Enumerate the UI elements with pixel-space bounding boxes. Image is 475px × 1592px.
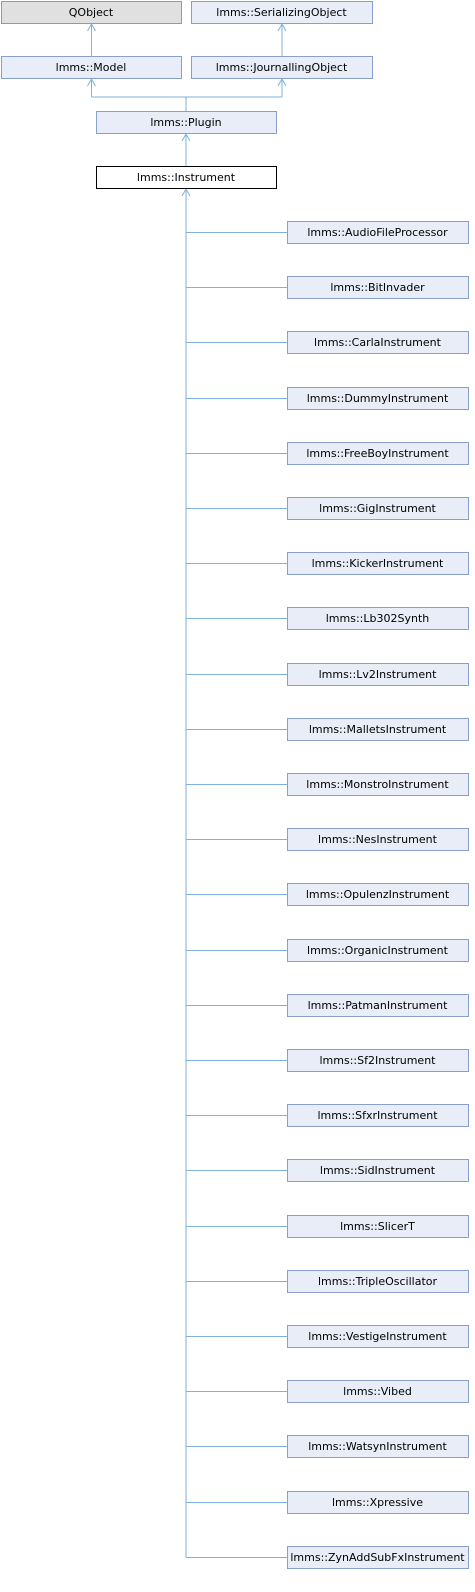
class-node-lmms-lb302synth-label: lmms::Lb302Synth — [326, 612, 430, 625]
class-node-lmms-sidinstrument-box — [287, 1159, 469, 1182]
class-node-lmms-nesinstrument-label: lmms::NesInstrument — [318, 833, 438, 846]
class-node-plugin[interactable]: lmms::Plugin — [96, 111, 277, 134]
class-node-lmms-freeboyinstrument-box — [287, 442, 469, 465]
class-node-lmms-lv2instrument-label: lmms::Lv2Instrument — [319, 668, 437, 681]
class-node-lmms-kickerinstrument-box — [287, 552, 469, 575]
class-node-lmms-audiofileprocessor-box — [287, 221, 469, 244]
class-node-lmms-malletsinstrument[interactable]: lmms::MalletsInstrument — [287, 718, 469, 741]
class-node-lmms-vestigeinstrument-label: lmms::VestigeInstrument — [308, 1330, 447, 1343]
class-node-lmms-kickerinstrument[interactable]: lmms::KickerInstrument — [287, 552, 469, 575]
class-node-lmms-freeboyinstrument-label: lmms::FreeBoyInstrument — [306, 447, 449, 460]
class-node-instrument[interactable]: lmms::Instrument — [96, 166, 277, 189]
class-node-lmms-lv2instrument-box — [287, 663, 469, 686]
class-node-lmms-audiofileprocessor[interactable]: lmms::AudioFileProcessor — [287, 221, 469, 244]
class-nodes: QObject lmms::SerializingObjectlmms::Mode… — [1, 1, 469, 1569]
class-node-lmms-tripleoscillator-box — [287, 1270, 469, 1293]
class-node-lmms-sidinstrument-label: lmms::SidInstrument — [320, 1164, 436, 1177]
class-node-lmms-lb302synth-box — [287, 607, 469, 630]
class-node-lmms-organicinstrument[interactable]: lmms::OrganicInstrument — [287, 939, 469, 962]
class-node-journalling-label: lmms::JournallingObject — [216, 61, 348, 74]
class-node-lmms-giginstrument-box — [287, 497, 469, 520]
class-node-lmms-patmaninstrument-label: lmms::PatmanInstrument — [308, 999, 448, 1012]
class-node-lmms-tripleoscillator[interactable]: lmms::TripleOscillator — [287, 1270, 469, 1293]
class-node-lmms-carlainstrument-box — [287, 331, 469, 354]
class-node-lmms-patmaninstrument-box — [287, 994, 469, 1017]
class-node-lmms-zynaddsubfxinstrument-box — [287, 1546, 469, 1569]
class-node-lmms-dummyinstrument-label: lmms::DummyInstrument — [307, 392, 449, 405]
class-node-serializing-label: lmms::SerializingObject — [216, 6, 347, 19]
class-node-model-box — [1, 56, 182, 79]
class-node-journalling-box — [191, 56, 373, 79]
class-node-lmms-watsyninstrument-box — [287, 1435, 469, 1458]
class-node-lmms-organicinstrument-label: lmms::OrganicInstrument — [307, 944, 449, 957]
class-node-lmms-sfxrinstrument-box — [287, 1104, 469, 1127]
class-node-lmms-sf2instrument-label: lmms::Sf2Instrument — [319, 1054, 436, 1067]
class-node-lmms-sfxrinstrument[interactable]: lmms::SfxrInstrument — [287, 1104, 469, 1127]
class-node-lmms-vestigeinstrument-box — [287, 1325, 469, 1348]
class-node-model-label: lmms::Model — [56, 61, 127, 74]
class-node-lmms-patmaninstrument[interactable]: lmms::PatmanInstrument — [287, 994, 469, 1017]
class-node-lmms-carlainstrument[interactable]: lmms::CarlaInstrument — [287, 331, 469, 354]
class-node-lmms-vibed-box — [287, 1380, 469, 1403]
class-node-qobject-label: QObject — [69, 6, 114, 19]
class-node-lmms-slicert-label: lmms::SlicerT — [340, 1220, 415, 1233]
class-node-lmms-slicert-box — [287, 1215, 469, 1238]
class-node-lmms-bitinvader-box — [287, 276, 469, 299]
class-node-lmms-vibed[interactable]: lmms::Vibed — [287, 1380, 469, 1403]
class-node-lmms-xpressive-label: lmms::Xpressive — [332, 1496, 423, 1509]
class-node-lmms-vestigeinstrument[interactable]: lmms::VestigeInstrument — [287, 1325, 469, 1348]
class-node-lmms-giginstrument[interactable]: lmms::GigInstrument — [287, 497, 469, 520]
class-node-lmms-lv2instrument[interactable]: lmms::Lv2Instrument — [287, 663, 469, 686]
class-node-lmms-monstroinstrument-label: lmms::MonstroInstrument — [306, 778, 449, 791]
class-node-lmms-lb302synth[interactable]: lmms::Lb302Synth — [287, 607, 469, 630]
class-node-lmms-opulenzinstrument-box — [287, 883, 469, 906]
class-node-lmms-opulenzinstrument[interactable]: lmms::OpulenzInstrument — [287, 883, 469, 906]
class-node-lmms-nesinstrument[interactable]: lmms::NesInstrument — [287, 828, 469, 851]
class-node-lmms-tripleoscillator-label: lmms::TripleOscillator — [318, 1275, 438, 1288]
class-node-serializing[interactable]: lmms::SerializingObject — [191, 1, 373, 24]
class-node-lmms-nesinstrument-box — [287, 828, 469, 851]
class-node-model[interactable]: lmms::Model — [1, 56, 182, 79]
class-node-lmms-vibed-label: lmms::Vibed — [343, 1385, 412, 1398]
class-node-lmms-malletsinstrument-label: lmms::MalletsInstrument — [309, 723, 447, 736]
class-node-journalling[interactable]: lmms::JournallingObject — [191, 56, 373, 79]
class-node-lmms-watsyninstrument[interactable]: lmms::WatsynInstrument — [287, 1435, 469, 1458]
class-node-lmms-giginstrument-label: lmms::GigInstrument — [319, 502, 436, 515]
class-node-lmms-sf2instrument-box — [287, 1049, 469, 1072]
class-node-lmms-xpressive[interactable]: lmms::Xpressive — [287, 1491, 469, 1514]
class-node-lmms-sfxrinstrument-label: lmms::SfxrInstrument — [317, 1109, 438, 1122]
class-node-lmms-freeboyinstrument[interactable]: lmms::FreeBoyInstrument — [287, 442, 469, 465]
class-node-lmms-opulenzinstrument-label: lmms::OpulenzInstrument — [306, 888, 450, 901]
class-node-serializing-box — [191, 1, 373, 24]
class-node-lmms-xpressive-box — [287, 1491, 469, 1514]
class-node-lmms-audiofileprocessor-label: lmms::AudioFileProcessor — [307, 226, 448, 239]
class-node-lmms-zynaddsubfxinstrument[interactable]: lmms::ZynAddSubFxInstrument — [287, 1546, 469, 1569]
class-node-lmms-sidinstrument[interactable]: lmms::SidInstrument — [287, 1159, 469, 1182]
class-node-lmms-monstroinstrument[interactable]: lmms::MonstroInstrument — [287, 773, 469, 796]
class-node-instrument-box — [96, 166, 277, 189]
class-node-lmms-slicert[interactable]: lmms::SlicerT — [287, 1215, 469, 1238]
class-node-lmms-monstroinstrument-box — [287, 773, 469, 796]
class-node-lmms-malletsinstrument-box — [287, 718, 469, 741]
class-node-lmms-zynaddsubfxinstrument-label: lmms::ZynAddSubFxInstrument — [290, 1551, 465, 1564]
class-node-qobject-box — [1, 1, 182, 24]
class-node-plugin-label: lmms::Plugin — [150, 116, 221, 129]
class-node-lmms-organicinstrument-box — [287, 939, 469, 962]
class-node-lmms-dummyinstrument[interactable]: lmms::DummyInstrument — [287, 387, 469, 410]
inheritance-edges — [87, 22, 287, 1558]
class-node-lmms-bitinvader[interactable]: lmms::BitInvader — [287, 276, 469, 299]
class-node-lmms-kickerinstrument-label: lmms::KickerInstrument — [312, 557, 444, 570]
class-node-plugin-box — [96, 111, 277, 134]
class-node-instrument-label: lmms::Instrument — [137, 171, 236, 184]
class-node-qobject[interactable]: QObject — [1, 1, 182, 24]
class-node-lmms-bitinvader-label: lmms::BitInvader — [330, 281, 425, 294]
class-node-lmms-dummyinstrument-box — [287, 387, 469, 410]
class-node-lmms-watsyninstrument-label: lmms::WatsynInstrument — [308, 1440, 447, 1453]
class-node-lmms-carlainstrument-label: lmms::CarlaInstrument — [314, 336, 442, 349]
class-node-lmms-sf2instrument[interactable]: lmms::Sf2Instrument — [287, 1049, 469, 1072]
